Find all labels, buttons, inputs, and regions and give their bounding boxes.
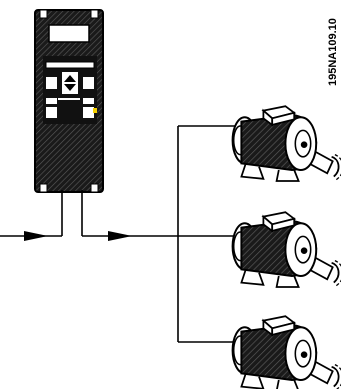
wiring — [0, 125, 238, 343]
key-stop-button — [83, 107, 94, 118]
frequency-converter — [34, 9, 104, 193]
document-code: 195NA109.10 — [327, 18, 339, 86]
status-indicator — [93, 108, 97, 113]
motor-1 — [231, 105, 341, 182]
lcd-display — [48, 24, 90, 43]
up-down-arrow-icon — [62, 72, 78, 94]
key-divider — [58, 98, 80, 100]
key-right-button — [83, 98, 94, 104]
input-arrow-icon — [24, 231, 48, 241]
panel-strip — [45, 61, 95, 69]
key-left-button — [46, 98, 57, 104]
key-select-button — [83, 77, 94, 89]
motor-3 — [231, 315, 341, 389]
motor-2 — [231, 211, 341, 288]
key-menu-button — [46, 77, 57, 89]
output-arrow-icon — [108, 231, 132, 241]
key-start-button — [46, 107, 57, 118]
